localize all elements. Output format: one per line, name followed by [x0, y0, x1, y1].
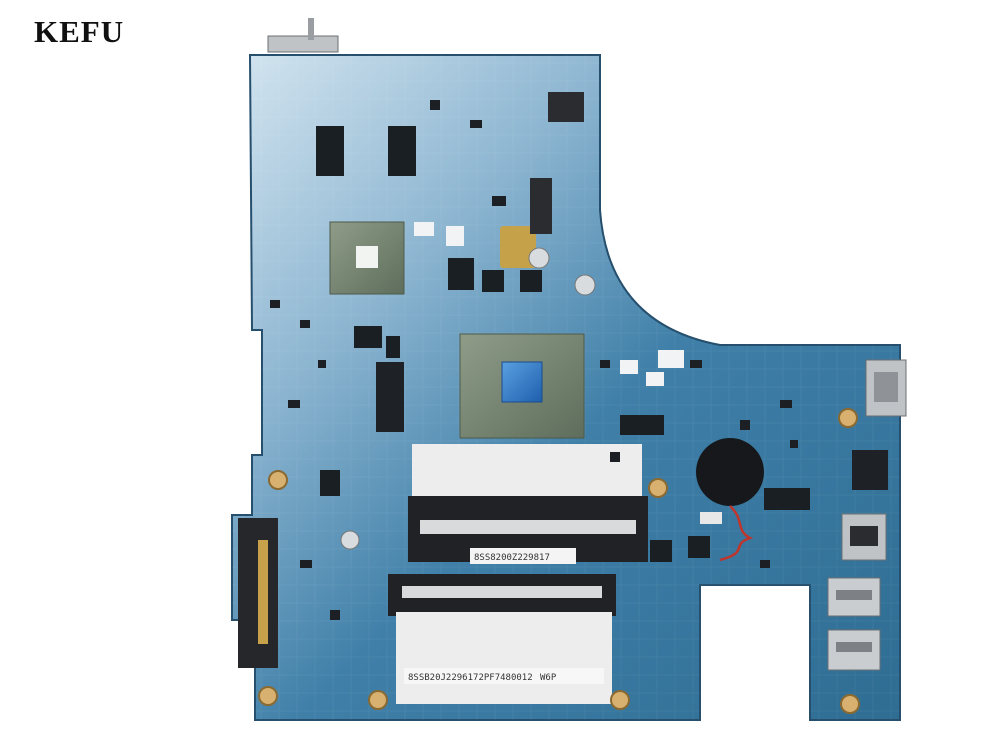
mounting-hole	[268, 470, 288, 490]
mosfet-chip	[650, 540, 672, 562]
capacitor	[340, 530, 360, 550]
sata-connector	[238, 518, 278, 668]
mosfet-chip	[520, 270, 542, 292]
card-reader-slot	[852, 450, 888, 490]
sodimm-slot-1: 8SS8200Z229817	[408, 444, 648, 564]
mounting-hole	[258, 686, 278, 706]
m2-slot	[376, 362, 404, 432]
mosfet-chip	[688, 536, 710, 558]
ethernet-port	[865, 359, 907, 417]
mosfet-chip	[320, 470, 340, 496]
memory-chip	[316, 126, 344, 176]
io-chip	[620, 415, 664, 435]
usb-port-1	[827, 577, 881, 617]
mounting-hole	[648, 478, 668, 498]
memory-chip	[388, 126, 416, 176]
cpu-processor	[459, 333, 585, 439]
chipset	[329, 221, 405, 295]
mosfet-chip	[448, 258, 474, 290]
mounting-hole	[838, 408, 858, 428]
sodimm-label-top: 8SS8200Z229817	[474, 553, 550, 563]
capacitor	[528, 247, 550, 269]
hdmi-port	[841, 513, 887, 561]
sodimm-label-bottom: 8SSB20J2296172PF7480012	[408, 673, 533, 683]
capacitor	[574, 274, 596, 296]
mounting-hole	[368, 690, 388, 710]
mosfet-chip	[386, 336, 400, 358]
usb-port-2	[827, 629, 881, 671]
power-connector	[267, 18, 339, 53]
mounting-hole	[610, 690, 630, 710]
brand-logo-text: KEFU	[34, 14, 125, 49]
inductor	[500, 226, 536, 268]
mosfet-chip	[482, 270, 504, 292]
sodimm-slot-2: 8SSB20J2296172PF7480012 W6P	[388, 574, 616, 704]
lvds-connector	[530, 178, 552, 234]
mosfet-chip	[366, 326, 382, 348]
fan-connector	[548, 92, 584, 122]
cmos-battery	[696, 438, 764, 562]
io-chip	[764, 488, 810, 510]
board-code-label: W6P	[540, 673, 557, 683]
mounting-hole	[840, 694, 860, 714]
